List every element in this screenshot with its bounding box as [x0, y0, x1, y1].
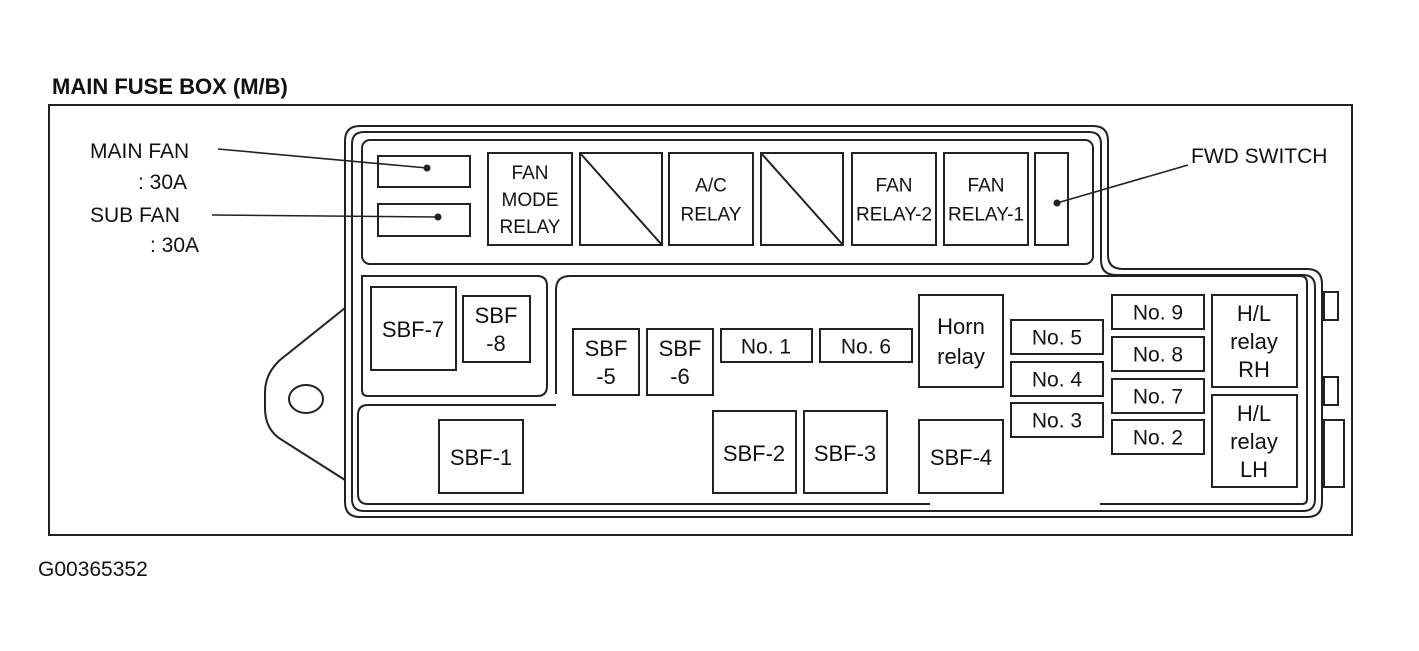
- fuse-no5: [1010, 319, 1104, 355]
- fan-relay-1: [943, 152, 1029, 246]
- side-connector-lower: [1323, 419, 1345, 488]
- fuse-no6: [819, 328, 913, 363]
- sub-fan-leader: [211, 214, 439, 218]
- no1-label: No. 1: [741, 336, 791, 359]
- fuse-no8: [1111, 336, 1205, 372]
- outer-frame: [48, 104, 1353, 536]
- sbf3-label: SBF-3: [814, 441, 876, 466]
- side-connector-upper: [1323, 291, 1339, 321]
- main-fan-leader-dot: [423, 164, 431, 172]
- no4-label: No. 4: [1032, 369, 1083, 392]
- sbf7-label: SBF-7: [382, 317, 444, 342]
- bottom-compartment: [357, 404, 930, 505]
- sub-fan-label: SUB FAN : 30A: [90, 204, 199, 257]
- fwd-switch-label: FWD SWITCH: [1191, 145, 1327, 168]
- sbf8-label: SBF-8: [475, 303, 518, 356]
- left-compartment: [361, 275, 548, 397]
- fuse-sbf2: [712, 410, 797, 494]
- fwd-switch-leader: [1056, 164, 1189, 204]
- housing-outer: [344, 125, 1323, 518]
- sub-fan-fuse: [377, 203, 471, 237]
- central-compartment: [555, 275, 1308, 505]
- fuse-no1: [720, 328, 813, 363]
- fuse-sbf3: [803, 410, 888, 494]
- no8-label: No. 8: [1133, 344, 1183, 367]
- fuse-sbf4: [918, 419, 1004, 494]
- diagram-title: MAIN FUSE BOX (M/B): [52, 74, 288, 99]
- main-fan-label: MAIN FAN : 30A: [90, 140, 195, 194]
- mounting-tab: [264, 307, 346, 481]
- top-relay-tray: [361, 139, 1094, 265]
- main-fan-leader: [217, 148, 428, 169]
- fuse-sbf6: [646, 328, 714, 396]
- no3-label: No. 3: [1032, 410, 1082, 433]
- fwd-switch-leader-dot: [1053, 199, 1061, 207]
- fuse-no3: [1010, 402, 1104, 438]
- sbf6-label: SBF-6: [659, 336, 702, 389]
- ac-relay: [668, 152, 754, 246]
- side-connector-middle: [1323, 376, 1339, 406]
- figure-id: G00365352: [38, 558, 148, 581]
- no2-label: No. 2: [1133, 427, 1183, 450]
- hl-relay-lh: [1211, 394, 1298, 488]
- sbf4-label: SBF-4: [930, 445, 992, 470]
- fuse-sbf8: [462, 295, 531, 363]
- fwd-switch: [1034, 152, 1069, 246]
- fuse-no2: [1111, 419, 1205, 455]
- fuse-no9: [1111, 294, 1205, 330]
- sub-fan-leader-dot: [434, 213, 442, 221]
- fuse-sbf5: [572, 328, 640, 396]
- main-fan-fuse: [377, 155, 471, 188]
- sbf1-label: SBF-1: [450, 445, 512, 470]
- blank-slot-2-diagonal: [760, 152, 844, 246]
- fan-relay-2: [851, 152, 937, 246]
- mounting-hole: [288, 384, 324, 414]
- housing-inner: [351, 131, 1316, 512]
- no9-label: No. 9: [1133, 302, 1183, 325]
- no7-label: No. 7: [1133, 386, 1183, 409]
- horn-relay: [918, 294, 1004, 388]
- fuse-sbf1: [438, 419, 524, 494]
- fan-mode-relay: [487, 152, 573, 246]
- blank-slot-1-diagonal: [579, 152, 663, 246]
- no5-label: No. 5: [1032, 327, 1082, 350]
- fuse-sbf7: [370, 286, 457, 371]
- no6-label: No. 6: [841, 336, 891, 359]
- fuse-no7: [1111, 378, 1205, 414]
- sbf5-label: SBF-5: [585, 336, 628, 389]
- sbf2-label: SBF-2: [723, 441, 785, 466]
- fuse-no4: [1010, 361, 1104, 397]
- hl-relay-rh: [1211, 294, 1298, 388]
